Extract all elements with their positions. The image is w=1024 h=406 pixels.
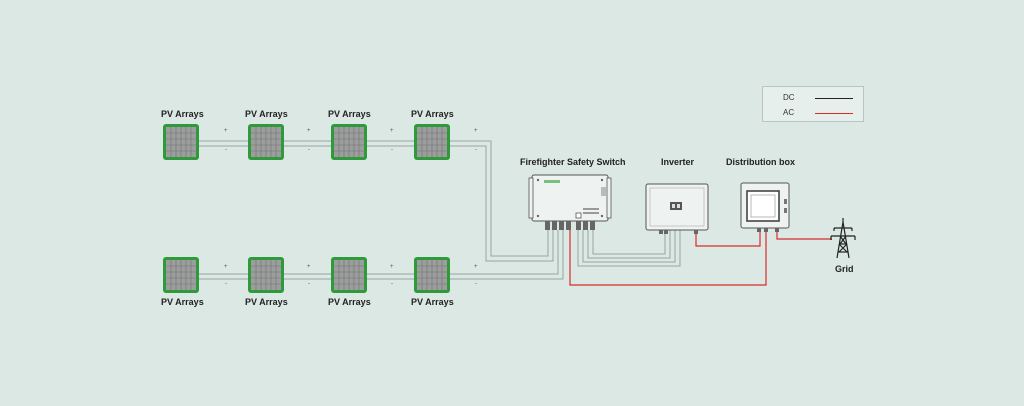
solar-panel-icon bbox=[163, 124, 199, 160]
minus-marker: - bbox=[308, 147, 310, 153]
plus-marker: + bbox=[390, 128, 394, 134]
inverter-label: Inverter bbox=[661, 157, 695, 167]
minus-marker: - bbox=[391, 281, 393, 287]
legend-ac-label: AC bbox=[783, 108, 795, 117]
pv-array-label-8: PV Arrays bbox=[411, 297, 454, 307]
pv-array-label-7: PV Arrays bbox=[328, 297, 371, 307]
plus-marker: + bbox=[307, 128, 311, 134]
solar-panel-icon bbox=[248, 257, 284, 293]
solar-panel-icon bbox=[331, 124, 367, 160]
pv-array-label-4: PV Arrays bbox=[411, 109, 454, 119]
minus-marker: - bbox=[475, 147, 477, 153]
solar-panel-icon bbox=[414, 124, 450, 160]
dc-cables-top bbox=[199, 140, 554, 262]
plus-marker: + bbox=[474, 128, 478, 134]
dc-cables-switch-inverter bbox=[577, 230, 681, 267]
minus-marker: - bbox=[225, 281, 227, 287]
legend-dc-label: DC bbox=[783, 93, 795, 102]
plus-marker: + bbox=[224, 264, 228, 270]
grid-label: Grid bbox=[835, 264, 854, 274]
legend: DC AC bbox=[762, 86, 864, 122]
plus-marker: + bbox=[224, 128, 228, 134]
dc-cables-bottom bbox=[199, 230, 564, 280]
plus-marker: + bbox=[390, 264, 394, 270]
solar-panel-icon bbox=[331, 257, 367, 293]
plus-marker: + bbox=[474, 264, 478, 270]
inverter-device bbox=[645, 183, 709, 234]
safety-switch-device bbox=[528, 174, 612, 230]
solar-panel-icon bbox=[414, 257, 450, 293]
legend-ac-line bbox=[815, 113, 853, 114]
safety-switch-label: Firefighter Safety Switch bbox=[520, 157, 626, 167]
minus-marker: - bbox=[308, 281, 310, 287]
solar-panel-icon bbox=[248, 124, 284, 160]
pv-array-label-5: PV Arrays bbox=[161, 297, 204, 307]
pv-array-label-2: PV Arrays bbox=[245, 109, 288, 119]
pv-panels bbox=[163, 124, 450, 293]
minus-marker: - bbox=[225, 147, 227, 153]
pv-array-label-3: PV Arrays bbox=[328, 109, 371, 119]
solar-panel-icon bbox=[163, 257, 199, 293]
plus-marker: + bbox=[307, 264, 311, 270]
legend-dc-line bbox=[815, 98, 853, 99]
distribution-box-label: Distribution box bbox=[726, 157, 795, 167]
minus-marker: - bbox=[475, 281, 477, 287]
pv-array-label-1: PV Arrays bbox=[161, 109, 204, 119]
minus-marker: - bbox=[391, 147, 393, 153]
ac-cables bbox=[569, 230, 832, 286]
grid-tower-icon bbox=[830, 218, 856, 259]
distribution-box-device bbox=[740, 182, 790, 232]
pv-array-label-6: PV Arrays bbox=[245, 297, 288, 307]
